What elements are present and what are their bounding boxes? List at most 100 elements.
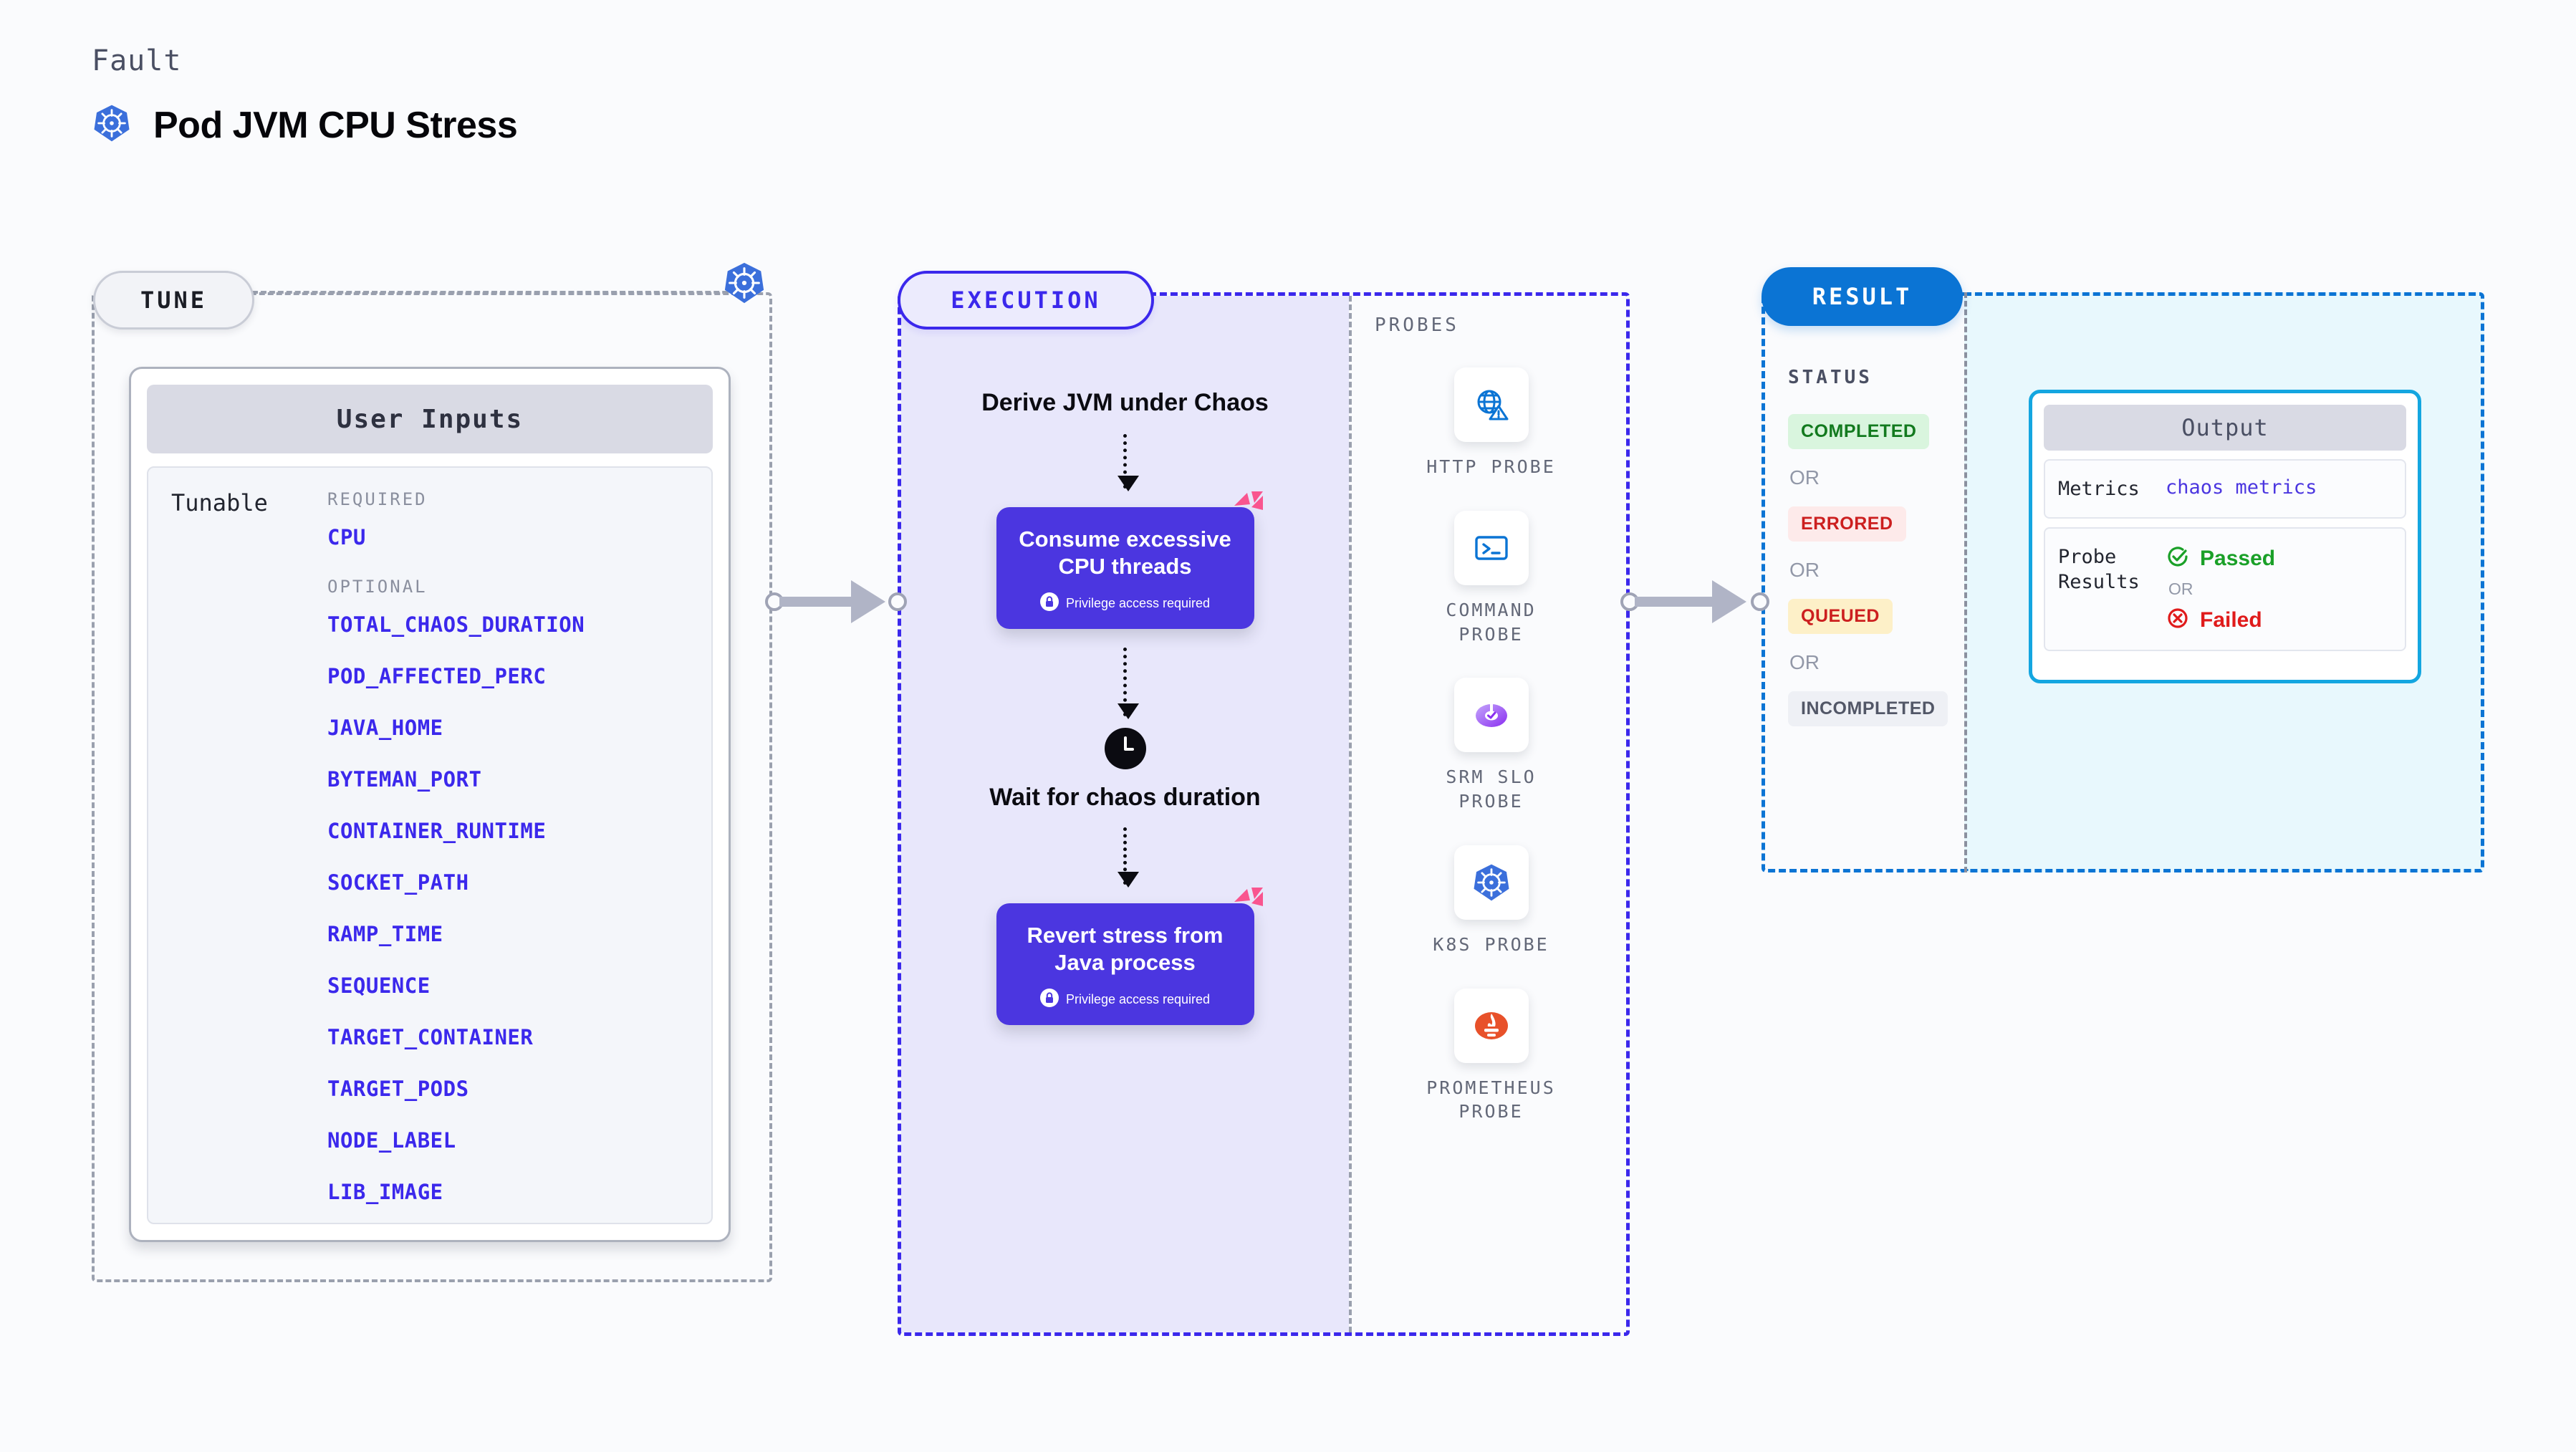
- status-title: STATUS: [1788, 367, 1873, 388]
- execution-pill-label[interactable]: EXECUTION: [898, 271, 1154, 330]
- privilege-text: Privilege access required: [1065, 992, 1211, 1006]
- flow-arrow: [1118, 648, 1139, 719]
- kubernetes-icon: [1453, 845, 1529, 920]
- tunable-item[interactable]: POD_AFFECTED_PERC: [327, 664, 547, 688]
- tunable-box: Tunable REQUIRED CPU OPTIONAL TOTAL_CHAO…: [147, 466, 713, 1224]
- terminal-icon: [1453, 510, 1529, 585]
- failed-label: Failed: [2200, 607, 2262, 632]
- tunable-label: Tunable: [171, 489, 268, 516]
- execution-flow: Derive JVM under Chaos Consume excessive…: [901, 296, 1349, 1332]
- probes-column: PROBES HTTP PROBE: [1352, 296, 1630, 1332]
- tunable-item[interactable]: LIB_IMAGE: [327, 1180, 443, 1204]
- lock-icon: [1039, 989, 1059, 1011]
- execution-probes-divider: [1349, 296, 1352, 1332]
- probes-title: PROBES: [1375, 314, 1459, 336]
- connector-tune-to-execution: [765, 580, 908, 623]
- probe-or-label: OR: [2168, 580, 2193, 599]
- probe-result-passed: Passed: [2166, 544, 2275, 572]
- result-inner-divider: [1964, 292, 1967, 872]
- or-label: OR: [1789, 466, 1820, 489]
- status-badge: INCOMPLETED: [1788, 691, 1948, 726]
- flow-step-wait: Wait for chaos duration: [989, 784, 1261, 811]
- passed-label: Passed: [2200, 546, 2276, 570]
- required-group-label: REQUIRED: [327, 489, 428, 509]
- metrics-key: Metrics: [2058, 478, 2140, 500]
- probe-label: HTTP PROBE: [1426, 456, 1556, 477]
- tunable-item[interactable]: TARGET_CONTAINER: [327, 1025, 534, 1049]
- connector-arrowhead: [851, 580, 885, 623]
- tune-top-dash: [252, 291, 754, 294]
- tune-panel: [92, 292, 772, 1282]
- chaos-node-title: Revert stress from Java process: [1027, 922, 1224, 976]
- tunable-item[interactable]: NODE_LABEL: [327, 1128, 456, 1153]
- page-title: Pod JVM CPU Stress: [153, 104, 518, 146]
- tunable-list: REQUIRED CPU OPTIONAL TOTAL_CHAOS_DURATI…: [327, 489, 711, 1223]
- probe-results-key: Probe Results: [2058, 546, 2140, 594]
- output-card: Output Metrics chaos metrics Probe Resul…: [2029, 390, 2421, 683]
- probe-item-k8s[interactable]: K8S PROBE: [1352, 845, 1630, 957]
- tunable-item[interactable]: RAMP_TIME: [327, 922, 443, 946]
- privilege-row: Privilege access required: [1011, 592, 1240, 615]
- tunable-item[interactable]: BYTEMAN_PORT: [327, 767, 482, 792]
- prometheus-icon: [1453, 988, 1529, 1063]
- chaos-node-title: Consume excessive CPU threads: [1019, 526, 1231, 580]
- page-header: Fault Pod JVM CPU Stress: [92, 44, 518, 147]
- lock-icon: [1039, 592, 1059, 615]
- connector-arrowhead: [1712, 580, 1746, 623]
- probe-label: SRM SLO PROBE: [1446, 766, 1537, 812]
- connector-line: [1635, 597, 1734, 607]
- tunable-item[interactable]: SOCKET_PATH: [327, 870, 469, 895]
- globe-warning-icon: [1453, 367, 1529, 442]
- flow-arrow: [1118, 433, 1139, 491]
- user-inputs-card: User Inputs Tunable REQUIRED CPU OPTIONA…: [129, 367, 731, 1242]
- probe-label: PROMETHEUS PROBE: [1426, 1077, 1556, 1122]
- tunable-item[interactable]: TOTAL_CHAOS_DURATION: [327, 612, 585, 637]
- execution-panel: Derive JVM under Chaos Consume excessive…: [898, 292, 1630, 1336]
- slo-donut-icon: [1453, 678, 1529, 753]
- tunable-item[interactable]: CPU: [327, 525, 366, 549]
- x-circle-icon: [2166, 606, 2190, 634]
- probe-item-srm-slo[interactable]: SRM SLO PROBE: [1352, 678, 1630, 814]
- status-badge: COMPLETED: [1788, 414, 1930, 449]
- probe-label: COMMAND PROBE: [1446, 599, 1537, 645]
- or-label: OR: [1789, 559, 1820, 581]
- litmus-chaos-icon: [1230, 885, 1267, 922]
- user-inputs-title: User Inputs: [147, 385, 713, 453]
- kubernetes-icon: [722, 261, 766, 309]
- litmus-chaos-icon: [1230, 489, 1267, 526]
- probe-result-failed: Failed: [2166, 606, 2275, 634]
- probe-item-command[interactable]: COMMAND PROBE: [1352, 510, 1630, 647]
- tunable-item[interactable]: CONTAINER_RUNTIME: [327, 819, 547, 843]
- title-row: Pod JVM CPU Stress: [92, 103, 518, 147]
- check-circle-icon: [2166, 544, 2190, 572]
- probe-results-values: Passed OR Failed: [2166, 544, 2275, 634]
- chaos-node-revert[interactable]: Revert stress from Java process Privileg…: [996, 887, 1263, 1025]
- status-badge: ERRORED: [1788, 506, 1906, 542]
- output-probe-results-row: Probe Results Passed OR: [2044, 527, 2406, 652]
- connector-execution-to-result: [1620, 580, 1771, 623]
- chaos-node-consume[interactable]: Consume excessive CPU threads Privilege …: [996, 491, 1263, 629]
- fault-kicker: Fault: [92, 44, 182, 77]
- metrics-value-link[interactable]: chaos metrics: [2166, 476, 2317, 499]
- or-label: OR: [1789, 651, 1820, 673]
- connector-end-dot: [888, 592, 907, 611]
- probe-item-http[interactable]: HTTP PROBE: [1352, 367, 1630, 479]
- clock-icon: [1104, 728, 1146, 769]
- output-title: Output: [2044, 405, 2406, 451]
- kubernetes-icon: [92, 103, 132, 147]
- result-pill-label[interactable]: RESULT: [1762, 267, 1963, 326]
- output-metrics-row: Metrics chaos metrics: [2044, 459, 2406, 519]
- connector-line: [779, 597, 873, 607]
- tunable-item[interactable]: JAVA_HOME: [327, 716, 443, 740]
- status-column: STATUS COMPLETED OR ERRORED OR QUEUED OR…: [1788, 367, 1960, 726]
- connector-end-dot: [1751, 592, 1769, 611]
- privilege-row: Privilege access required: [1011, 989, 1240, 1011]
- flow-step-derive: Derive JVM under Chaos: [981, 389, 1269, 416]
- tunable-item[interactable]: TARGET_PODS: [327, 1077, 469, 1101]
- tune-pill-label[interactable]: TUNE: [93, 271, 254, 330]
- probe-item-prometheus[interactable]: PROMETHEUS PROBE: [1352, 988, 1630, 1125]
- probe-label: K8S PROBE: [1433, 933, 1549, 955]
- optional-group-label: OPTIONAL: [327, 577, 428, 597]
- tunable-item[interactable]: SEQUENCE: [327, 973, 431, 998]
- privilege-text: Privilege access required: [1065, 596, 1211, 610]
